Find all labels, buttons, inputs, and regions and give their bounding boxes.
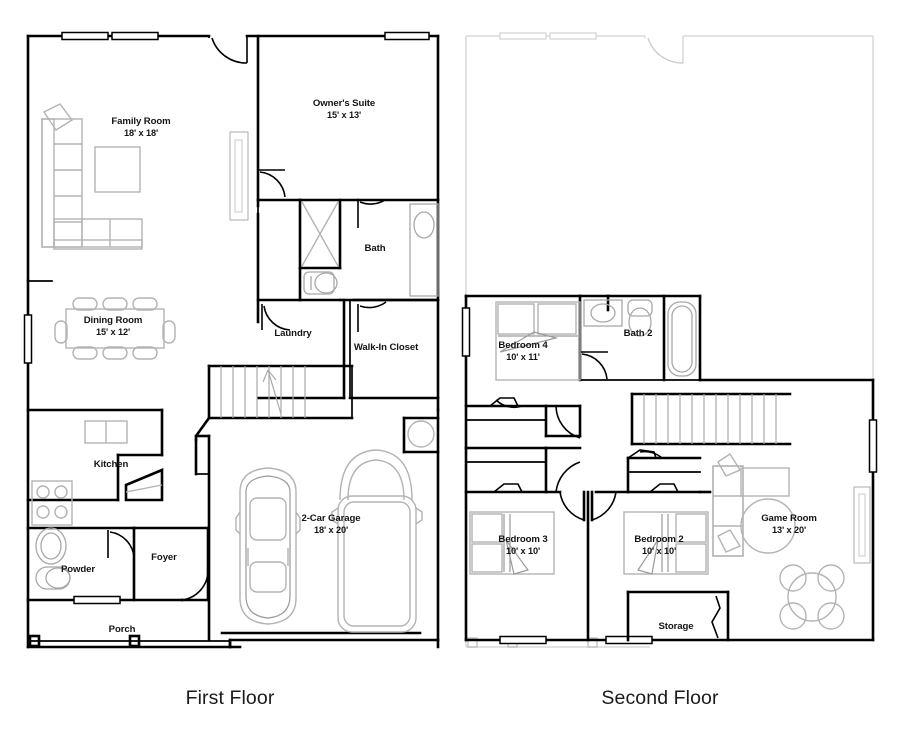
dining-room-furniture: [54, 297, 176, 360]
bath-fixtures: [303, 203, 439, 297]
garage-walls: [194, 416, 440, 642]
room-label-two-car-garage: 2-Car Garage: [301, 513, 360, 524]
room-label-bedroom-4: Bedroom 4: [498, 340, 548, 351]
first-floor-group: Family Room 18' x 18' Owner's Suite 15' …: [23, 31, 440, 649]
room-dim-dining-room: 15' x 12': [96, 327, 130, 337]
room-label-porch: Porch: [109, 624, 136, 635]
entry-door-top: [208, 36, 248, 64]
second-floor-group: Bedroom 4 10' x 11' Bath 2 Bedroom 3 10'…: [461, 32, 878, 648]
second-floor-room-labels: Bedroom 4 10' x 11' Bath 2 Bedroom 3 10'…: [498, 328, 817, 632]
window-dining-left: [23, 314, 33, 364]
family-room-furniture: [41, 103, 143, 250]
room-label-powder: Powder: [61, 564, 95, 575]
staircase-second-floor: [630, 392, 792, 446]
first-floor-room-labels: Family Room 18' x 18' Owner's Suite 15' …: [61, 98, 419, 635]
room-label-game-room: Game Room: [761, 513, 817, 524]
window-interior-hall: [229, 131, 249, 221]
room-label-dining-room: Dining Room: [84, 315, 143, 326]
room-label-bath: Bath: [365, 243, 386, 254]
room-label-foyer: Foyer: [151, 552, 177, 563]
staircase-first-floor: [207, 364, 354, 420]
room-label-walk-in-closet: Walk-In Closet: [354, 342, 419, 353]
storage-walls: [626, 590, 730, 642]
room-label-bath-2: Bath 2: [624, 328, 653, 339]
room-label-bedroom-2: Bedroom 2: [634, 534, 683, 545]
second-floor-ghost-outline: [465, 32, 874, 648]
room-dim-game-room: 13' x 20': [772, 525, 806, 535]
garage-cars: [235, 449, 423, 633]
powder-fixtures: [35, 527, 71, 590]
bedroom2-furniture: [623, 511, 709, 575]
kitchen-fixtures: [31, 420, 164, 526]
room-dim-bedroom-3: 10' x 10': [506, 546, 540, 556]
window-owners-suite-top: [384, 31, 430, 41]
room-dim-two-car-garage: 18' x 20': [314, 525, 348, 535]
room-dim-family-room: 18' x 18': [124, 128, 158, 138]
bedroom4-walls: [464, 397, 548, 438]
room-dim-bedroom-4: 10' x 11': [506, 352, 540, 362]
second-floor-caption: Second Floor: [601, 687, 719, 709]
room-label-laundry: Laundry: [274, 328, 312, 339]
room-label-owners-suite: Owner's Suite: [313, 98, 375, 109]
second-floor-hallway: [464, 404, 712, 642]
room-label-storage: Storage: [658, 621, 693, 632]
room-dim-owners-suite: 15' x 13': [327, 110, 361, 120]
first-floor-interior-walls: [26, 34, 440, 648]
room-dim-bedroom-2: 10' x 10': [642, 546, 676, 556]
game-room-furniture: [712, 453, 845, 630]
room-label-kitchen: Kitchen: [94, 459, 129, 470]
window-family-room-top: [61, 31, 159, 41]
bedroom4-furniture: [495, 301, 581, 381]
window-game-room-right-lower: [853, 486, 871, 564]
first-floor-caption: First Floor: [185, 687, 275, 709]
room-label-family-room: Family Room: [111, 116, 170, 127]
room-label-bedroom-3: Bedroom 3: [498, 534, 547, 545]
bedroom3-furniture: [469, 511, 555, 575]
